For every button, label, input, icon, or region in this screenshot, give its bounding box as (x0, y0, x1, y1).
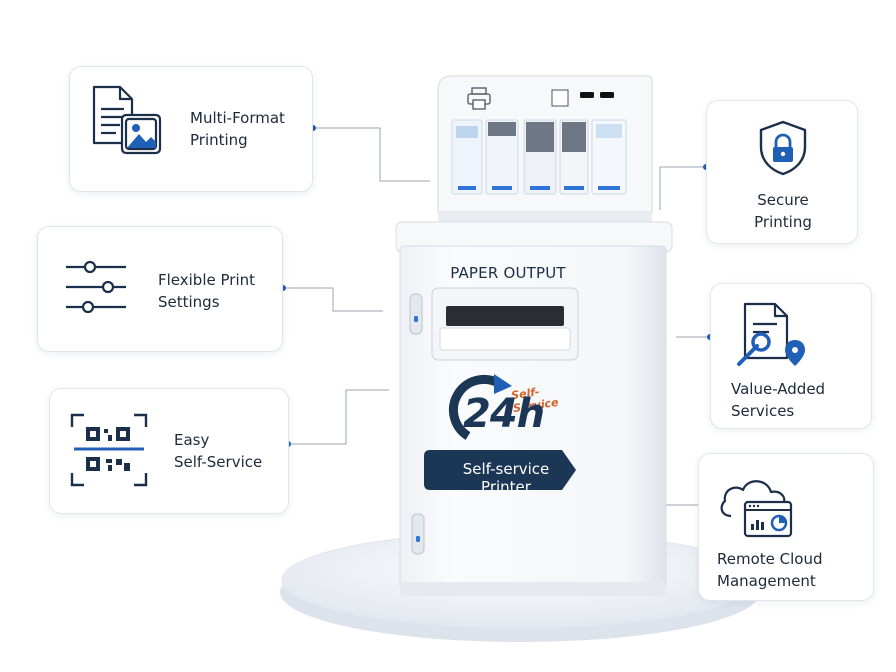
connector-easy (288, 389, 389, 445)
feature-card-flexible: Flexible Print Settings (37, 226, 283, 352)
kiosk-screen (437, 75, 653, 224)
remote-cloud-label: Remote Cloud Management (717, 550, 823, 590)
feature-card-value-added: Value-Added Services (710, 283, 872, 429)
qr-scan-icon (70, 413, 148, 487)
screen-panels (451, 119, 627, 195)
shield-lock-icon (759, 120, 807, 176)
easy-label: Easy Self-Service (174, 431, 263, 471)
connector-secure (659, 166, 706, 210)
connector-multi-format (313, 127, 430, 182)
secure-label: Secure Printing (754, 191, 812, 231)
document-tools-icon (737, 302, 805, 366)
feature-card-remote-cloud: Remote Cloud Management (698, 453, 874, 601)
cloud-dashboard-icon (720, 480, 793, 538)
sliders-icon (66, 260, 126, 314)
feature-card-multi-format: Multi-Format Printing (69, 66, 313, 192)
multi-format-label: Multi-Format Printing (190, 109, 285, 149)
printer-icon (467, 87, 491, 110)
paper-output-label: PAPER OUTPUT (450, 264, 566, 282)
kiosk-cabinet (395, 221, 673, 596)
document-image-icon (92, 85, 162, 155)
connector-flexible (283, 287, 383, 312)
printer-banner-label: Self-service Printer (462, 460, 550, 496)
feature-card-easy: Easy Self-Service (49, 388, 289, 514)
qr-mini-icon (551, 89, 569, 107)
flexible-label: Flexible Print Settings (158, 271, 255, 311)
value-added-label: Value-Added Services (731, 380, 826, 420)
badge-24h: 24h (463, 391, 545, 437)
feature-card-secure: Secure Printing (706, 100, 858, 244)
